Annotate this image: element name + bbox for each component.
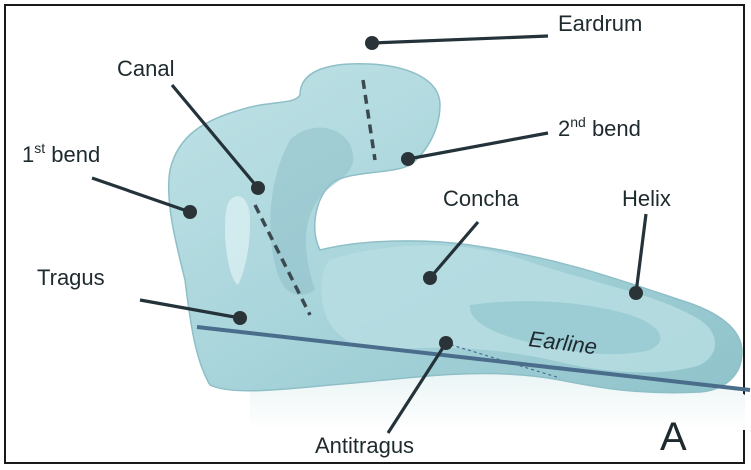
tragus-dot [233, 311, 247, 325]
helix-dot [629, 286, 643, 300]
eardrum-leader [372, 36, 548, 43]
second-bend-dot [401, 152, 415, 166]
eardrum-dot [365, 36, 379, 50]
concha-dot [423, 271, 437, 285]
label-antitragus: Antitragus [315, 433, 414, 458]
panel-label: A [660, 415, 687, 459]
label-second-bend: 2nd bend [558, 114, 641, 141]
label-tragus: Tragus [37, 265, 105, 290]
label-first-bend: 1st bend [22, 140, 100, 167]
label-concha: Concha [443, 186, 520, 211]
first-bend-dot [183, 205, 197, 219]
label-canal: Canal [117, 56, 174, 81]
helix-leader [636, 214, 646, 293]
label-eardrum: Eardrum [558, 11, 642, 36]
antitragus-dot [439, 336, 453, 350]
canal-dot [251, 181, 265, 195]
label-helix: Helix [622, 186, 671, 211]
